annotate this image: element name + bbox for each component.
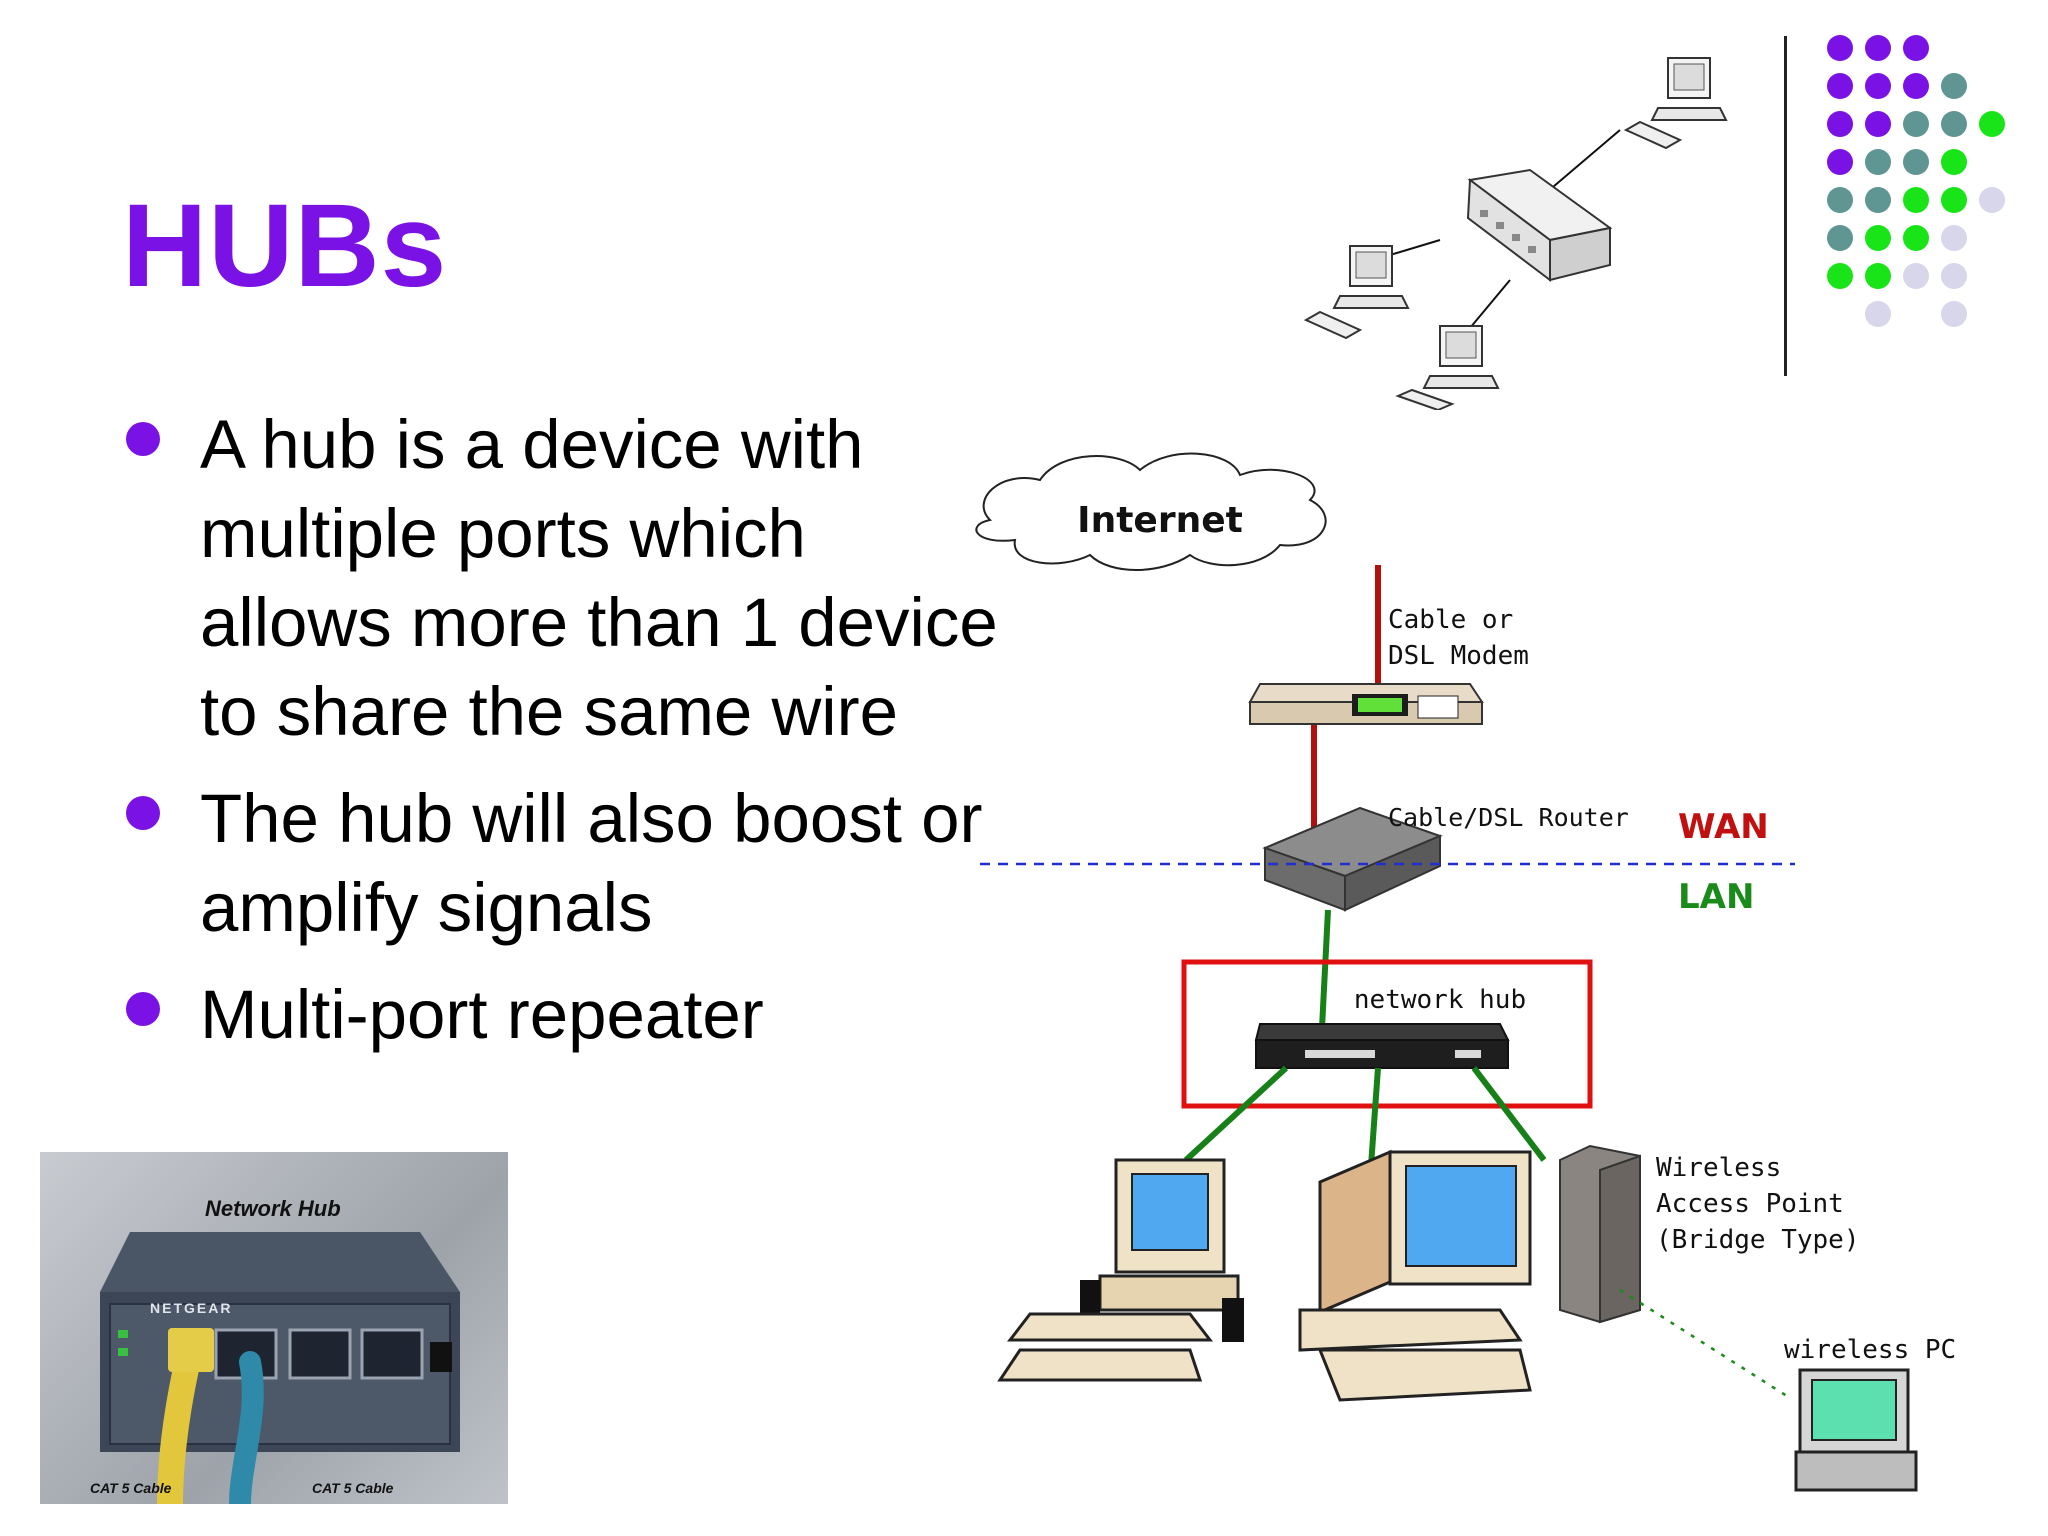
slide-title: HUBs: [122, 180, 448, 312]
decorative-dot: [1865, 35, 1891, 61]
decorative-dot: [1903, 73, 1929, 99]
decorative-dot: [1903, 149, 1929, 175]
photo-heading: Network Hub: [205, 1196, 341, 1221]
hub-highlight-box: [1181, 959, 1593, 1109]
network-hub-photo: Network Hub NETGEAR CAT 5 Cable CAT 5 Ca…: [40, 1152, 508, 1504]
decorative-dot: [1979, 187, 2005, 213]
hub-label: network hub: [1354, 985, 1526, 1015]
decorative-dot: [1941, 263, 1967, 289]
decorative-dot: [1941, 187, 1967, 213]
internet-label: Internet: [1077, 500, 1243, 541]
cable-label-right: CAT 5 Cable: [312, 1480, 394, 1496]
decorative-dot: [1865, 225, 1891, 251]
decorative-dot-grid: [1827, 35, 2005, 327]
decorative-dot: [1865, 301, 1891, 327]
decorative-dot: [1903, 225, 1929, 251]
modem-icon: [1248, 683, 1484, 725]
bullet-marker: [126, 422, 160, 456]
decorative-dot: [1979, 111, 2005, 137]
decorative-dot: [1827, 111, 1853, 137]
network-hub-icon: [1254, 1023, 1510, 1069]
decorative-dot: [1865, 149, 1891, 175]
access-point-label-line3: (Bridge Type): [1656, 1225, 1860, 1255]
decorative-dot: [1941, 73, 1967, 99]
decorative-dot: [1827, 225, 1853, 251]
decorative-dot: [1827, 73, 1853, 99]
desktop-computer-icon-center: [1298, 1149, 1532, 1402]
computer-icon: [1623, 57, 1728, 150]
router-icon: [1262, 806, 1443, 912]
wireless-pc-label: wireless PC: [1784, 1335, 1956, 1365]
decorative-dot: [1941, 111, 1967, 137]
bullet-text: Multi-port repeater: [200, 976, 764, 1053]
decorative-dot: [1827, 35, 1853, 61]
decorative-dot: [1903, 187, 1929, 213]
photo-brand: NETGEAR: [150, 1300, 233, 1316]
decorative-dot: [1903, 111, 1929, 137]
decorative-dot: [1941, 301, 1967, 327]
bullet-item: The hub will also boost or amplify signa…: [120, 774, 1000, 952]
decorative-dot: [1827, 263, 1853, 289]
hub-topology-illustration: [1303, 57, 1728, 410]
bullet-marker: [126, 992, 160, 1026]
bullet-text: A hub is a device with multiple ports wh…: [200, 406, 998, 750]
network-diagram: Internet Cable or DSL Modem Cable/DSL Ro…: [975, 452, 1956, 1492]
bullet-text: The hub will also boost or amplify signa…: [200, 780, 983, 946]
decorative-dot: [1827, 149, 1853, 175]
bullet-list: A hub is a device with multiple ports wh…: [120, 400, 1000, 1077]
lan-label: LAN: [1678, 877, 1754, 917]
decorative-dot: [1865, 111, 1891, 137]
access-point-label-line1: Wireless: [1656, 1153, 1781, 1183]
laptop-icon: [1794, 1368, 1918, 1492]
decorative-dot: [1865, 187, 1891, 213]
bullet-item: A hub is a device with multiple ports wh…: [120, 400, 1000, 756]
decorative-dot: [1941, 225, 1967, 251]
wireless-access-point-icon: [1559, 1144, 1641, 1324]
desktop-computer-icon-left: [997, 1158, 1244, 1382]
decorative-vertical-line: [1784, 36, 1787, 376]
wireless-link: [1619, 1288, 1791, 1400]
decorative-dot: [1865, 73, 1891, 99]
access-point-label-line2: Access Point: [1656, 1189, 1844, 1219]
decorative-dot: [1903, 35, 1929, 61]
decorative-dot: [1903, 263, 1929, 289]
wan-label: WAN: [1678, 807, 1769, 847]
modem-label-line2: DSL Modem: [1388, 641, 1529, 671]
decorative-dot: [1941, 149, 1967, 175]
modem-label-line1: Cable or: [1388, 605, 1513, 635]
bullet-item: Multi-port repeater: [120, 970, 1000, 1059]
decorative-dot: [1827, 187, 1853, 213]
internet-cloud: [975, 452, 1327, 571]
router-label: Cable/DSL Router: [1388, 803, 1629, 832]
bullet-marker: [126, 796, 160, 830]
cable-label-left: CAT 5 Cable: [90, 1480, 172, 1496]
decorative-dot: [1865, 263, 1891, 289]
